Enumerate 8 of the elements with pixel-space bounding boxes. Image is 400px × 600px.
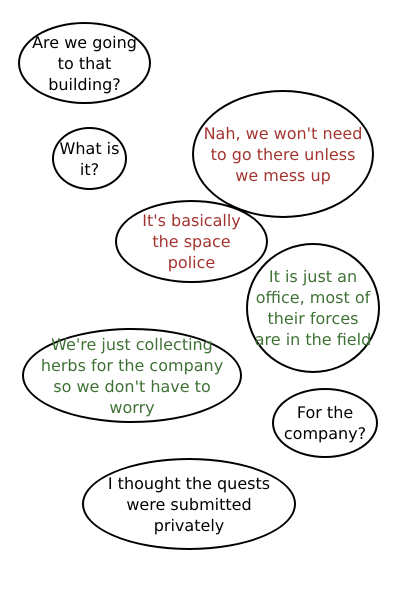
dialogue-text: What is it? <box>60 138 120 180</box>
dialogue-text: Are we going to that building? <box>31 32 138 94</box>
dialogue-text: Nah, we won't need to go there unless we mess up <box>203 122 363 186</box>
dialogue-text: I thought the quests were submitted privately <box>106 472 272 536</box>
dialogue-text: It's basically the space police <box>141 210 242 273</box>
dialogue-text: For the company? <box>282 402 368 444</box>
dialogue-text: We're just collecting herbs for the company so we don't have to worry <box>40 334 224 418</box>
dialogue-text: It is just an office, most of their forces are in the field <box>254 266 372 350</box>
